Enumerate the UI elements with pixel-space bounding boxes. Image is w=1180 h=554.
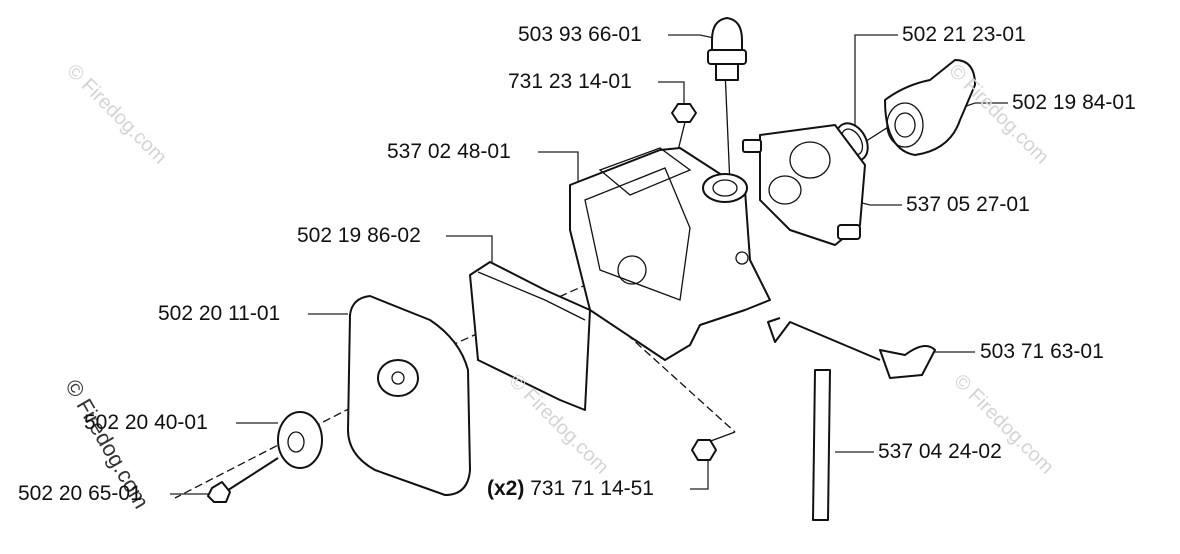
nut-bottom xyxy=(691,439,717,461)
label-throttle-rod: 503 71 63-01 xyxy=(980,340,1104,363)
label-nut-bottom: 731 71 14-51 xyxy=(530,477,654,500)
fuel-hose xyxy=(812,369,831,521)
throttle-rod xyxy=(767,317,936,379)
label-carburetor: 537 05 27-01 xyxy=(906,193,1030,216)
label-pre-filter: 502 19 86-02 xyxy=(297,224,421,247)
knob xyxy=(277,411,323,469)
air-filter-cover xyxy=(347,295,471,496)
air-filter-housing xyxy=(569,147,771,361)
label-screw: 502 20 65-01 xyxy=(18,482,142,505)
label-air-filter-cover: 502 20 11-01 xyxy=(158,302,281,325)
label-nut-top: 731 23 14-01 xyxy=(508,70,632,93)
intake-elbow xyxy=(884,59,976,156)
label-knob: 502 20 40-01 xyxy=(84,411,208,434)
label-primer-bulb: 503 93 66-01 xyxy=(518,23,642,46)
pre-filter xyxy=(469,261,591,411)
label-gasket: 502 21 23-01 xyxy=(902,23,1026,46)
label-fuel-hose: 537 04 24-02 xyxy=(878,440,1002,463)
label-nut-bottom-row: (x2) 731 71 14-51 xyxy=(487,477,654,501)
screw xyxy=(207,457,279,503)
carburetor xyxy=(742,124,866,246)
label-intake-elbow: 502 19 84-01 xyxy=(1012,91,1136,114)
label-air-filter-housing: 537 02 48-01 xyxy=(387,140,511,163)
primer-bulb xyxy=(707,17,747,81)
label-nut-qty: (x2) xyxy=(487,477,525,500)
nut-top xyxy=(671,103,697,123)
